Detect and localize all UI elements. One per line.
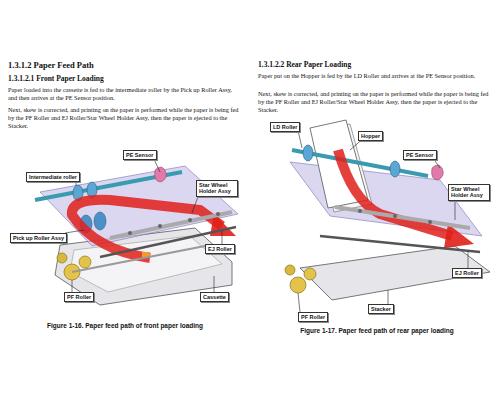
leader-line [76, 182, 77, 186]
figure-caption-block: Figure 1-17. Paper feed path of rear pap… [262, 327, 492, 334]
subsection-heading: 1.3.1.2.2 Rear Paper Loading [258, 60, 351, 69]
callout-box: Star Wheel Holder Assy [196, 180, 238, 197]
section-title-block: 1.3.1.2 Paper Feed Path [8, 60, 238, 70]
body-paragraph: Next, skew is corrected, and printing on… [8, 106, 238, 129]
subsection-heading: 1.3.1.2.1 Front Paper Loading [8, 74, 104, 83]
section-title: 1.3.1.2 Paper Feed Path [8, 60, 94, 70]
figure-caption-block: Figure 1-16. Paper feed path of front pa… [10, 322, 240, 329]
part-name: PF Roller [67, 294, 91, 300]
part-name: LD Roller [273, 124, 297, 130]
leader-line [192, 197, 198, 213]
body-paragraph-block: Next, skew is corrected, and printing on… [258, 90, 494, 114]
leader-line [468, 251, 469, 268]
leader-line [222, 231, 223, 244]
callout-box: PF Roller [64, 292, 94, 302]
body-paragraph-block: Paper put on the Hopper is fed by the LD… [258, 72, 494, 80]
part-name: Pick up Roller Assy [13, 235, 64, 241]
leader-line [350, 141, 360, 150]
body-paragraph: Paper loaded into the cassette is fed to… [8, 86, 232, 101]
callout-box: Hopper [358, 131, 383, 141]
leader-line [72, 280, 73, 292]
body-paragraph: Next, skew is corrected, and printing on… [258, 90, 488, 113]
part-name: Stacker [371, 306, 391, 312]
callout-box: PE Sensor [403, 150, 437, 160]
figure-caption: Figure 1-16. Paper feed path of front pa… [47, 322, 203, 329]
part-name: Cassette [203, 294, 226, 300]
part-name: PE Sensor [406, 152, 434, 158]
callout-box: EJ Roller [205, 244, 235, 254]
part-name: Star Wheel Holder Assy [451, 186, 487, 199]
body-paragraph-block: Paper loaded into the cassette is fed to… [8, 86, 242, 102]
callout-box: PF Roller [298, 312, 328, 322]
callout-box: Star Wheel Holder Assy [448, 184, 490, 201]
callout-box: Pick up Roller Assy [10, 233, 67, 243]
part-name: Intermediate roller [29, 174, 77, 180]
leader-line [214, 276, 215, 292]
body-paragraph: Paper put on the Hopper is fed by the LD… [258, 72, 475, 79]
leader-line [298, 132, 302, 148]
body-paragraph-block: Next, skew is corrected, and printing on… [8, 106, 242, 130]
part-name: Hopper [361, 133, 380, 139]
callout-box: EJ Roller [452, 268, 482, 278]
leader-line [65, 230, 84, 233]
leader-line [298, 293, 300, 312]
part-name: Star Wheel Holder Assy [199, 182, 235, 195]
callout-box: LD Roller [270, 122, 300, 132]
leader-line [155, 160, 160, 172]
part-name: PE Sensor [126, 152, 154, 158]
leader-line [455, 201, 456, 220]
leader-line [388, 290, 389, 304]
callout-box: Cassette [200, 292, 229, 302]
callout-box: Stacker [368, 304, 394, 314]
part-name: EJ Roller [455, 270, 479, 276]
part-name: PF Roller [301, 314, 325, 320]
subsection-heading-block: 1.3.1.2.2 Rear Paper Loading [258, 60, 490, 69]
subsection-heading-block: 1.3.1.2.1 Front Paper Loading [8, 74, 240, 83]
figure-caption: Figure 1-17. Paper feed path of rear pap… [300, 327, 454, 334]
leader-line [435, 160, 440, 168]
callout-box: Intermediate roller [26, 172, 80, 182]
callout-box: PE Sensor [123, 150, 157, 160]
part-name: EJ Roller [208, 246, 232, 252]
